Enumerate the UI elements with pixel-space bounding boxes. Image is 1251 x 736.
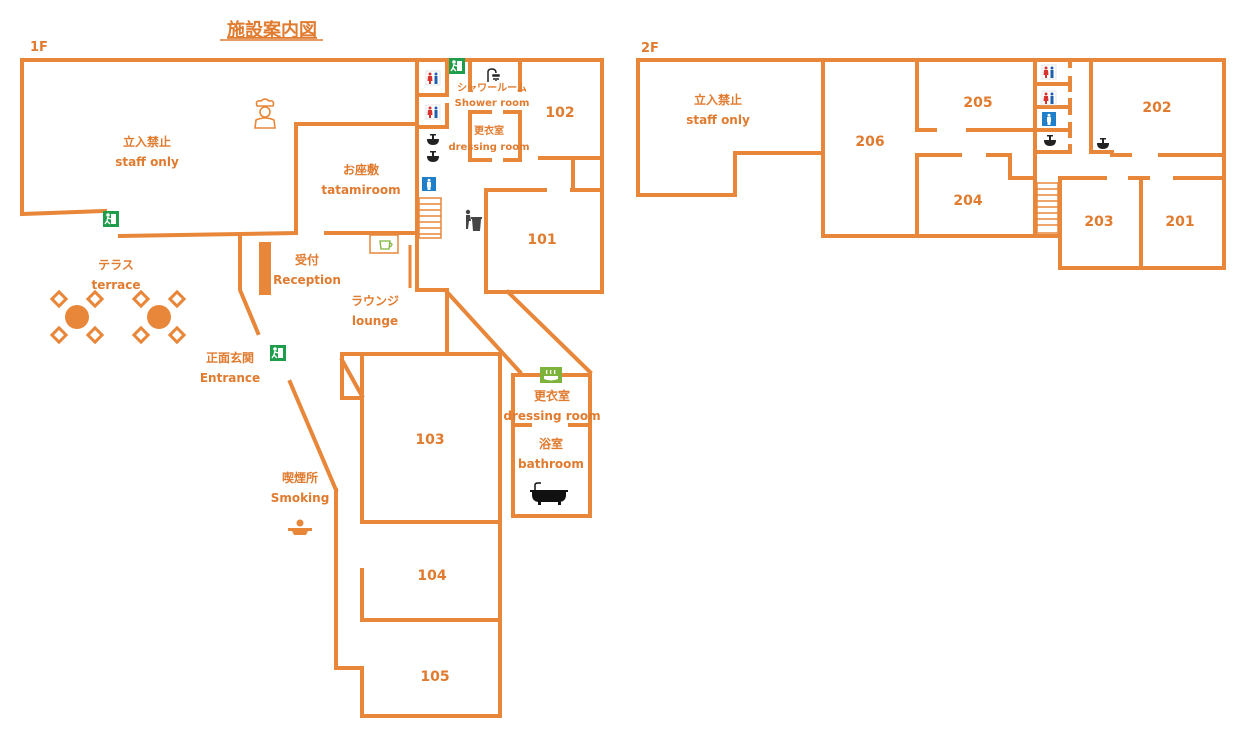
toilet-icon [425,104,441,120]
room-203-label: 203 [1084,214,1113,230]
stairs-icon [1036,182,1059,234]
entrance-label-ja: 正面玄関 [206,350,254,365]
staff-only-2f-label-en: staff only [686,113,750,127]
floor-1-walls [19,58,604,718]
room-202-label: 202 [1142,100,1171,116]
room-201-label: 201 [1165,214,1194,230]
toilet-icon [1041,90,1057,106]
bathroom-label-ja: 浴室 [539,436,563,451]
sink-icon [427,151,439,162]
dressing-label-ja: 更衣室 [474,124,504,137]
accessible-toilet-icon [1042,112,1056,126]
room-105-label: 105 [420,669,449,685]
exit-sign-icon [448,57,466,75]
toilet-icon [425,70,441,86]
tatami-label-en: tatamiroom [321,183,400,197]
room-101-label: 101 [527,232,556,248]
stairs-icon [418,197,442,239]
sink-icon [1044,135,1056,146]
exit-sign-icon [102,210,120,228]
room-204-label: 204 [953,193,982,209]
sink-icon [427,134,439,145]
map-title: 施設案内図 [227,19,317,41]
tea-icon [369,234,399,254]
trash-icon [465,209,482,231]
bathtub-icon [530,482,568,505]
floor-2-label: 2F [641,41,659,56]
shower-label-ja: シャワールーム [457,82,527,94]
floor-2-walls [636,58,1226,270]
tatami-label-ja: お座敷 [343,162,380,177]
ashtray-icon [288,519,312,535]
reception-label-ja: 受付 [295,252,319,267]
sink-icon [1097,138,1109,149]
staff-only-label-ja: 立入禁止 [123,134,171,149]
bath-dressing-label-ja: 更衣室 [534,388,570,403]
shower-icon [487,68,500,82]
room-104-label: 104 [417,568,446,584]
smoking-label-ja: 喫煙所 [282,470,318,485]
bath-dressing-label-en: dressing room [503,409,600,423]
bathroom-label-en: bathroom [518,457,584,471]
lounge-label-en: lounge [352,314,398,328]
room-205-label: 205 [963,95,992,111]
table-icon [131,290,186,344]
reception-counter [259,242,271,295]
table-icon [49,290,104,344]
staff-only-label-en: staff only [115,155,179,169]
room-103-label: 103 [415,432,444,448]
accessible-toilet-icon [422,177,436,191]
reception-label-en: Reception [273,273,341,287]
onsen-icon [540,367,562,383]
shower-label-en: Shower room [455,98,530,109]
staff-only-2f-label-ja: 立入禁止 [694,92,742,107]
floor-1-label: 1F [30,40,48,55]
dressing-label-en: dressing room [448,142,529,153]
room-102-label: 102 [545,105,574,121]
terrace-label-en: terrace [91,278,140,292]
smoking-label-en: Smoking [271,491,330,505]
room-206-label: 206 [855,134,884,150]
terrace-label-ja: テラス [98,258,134,272]
entrance-label-en: Entrance [200,371,260,385]
lounge-label-ja: ラウンジ [351,294,399,308]
toilet-icon [1041,64,1057,80]
chef-icon [254,98,276,129]
exit-sign-icon [269,344,287,362]
